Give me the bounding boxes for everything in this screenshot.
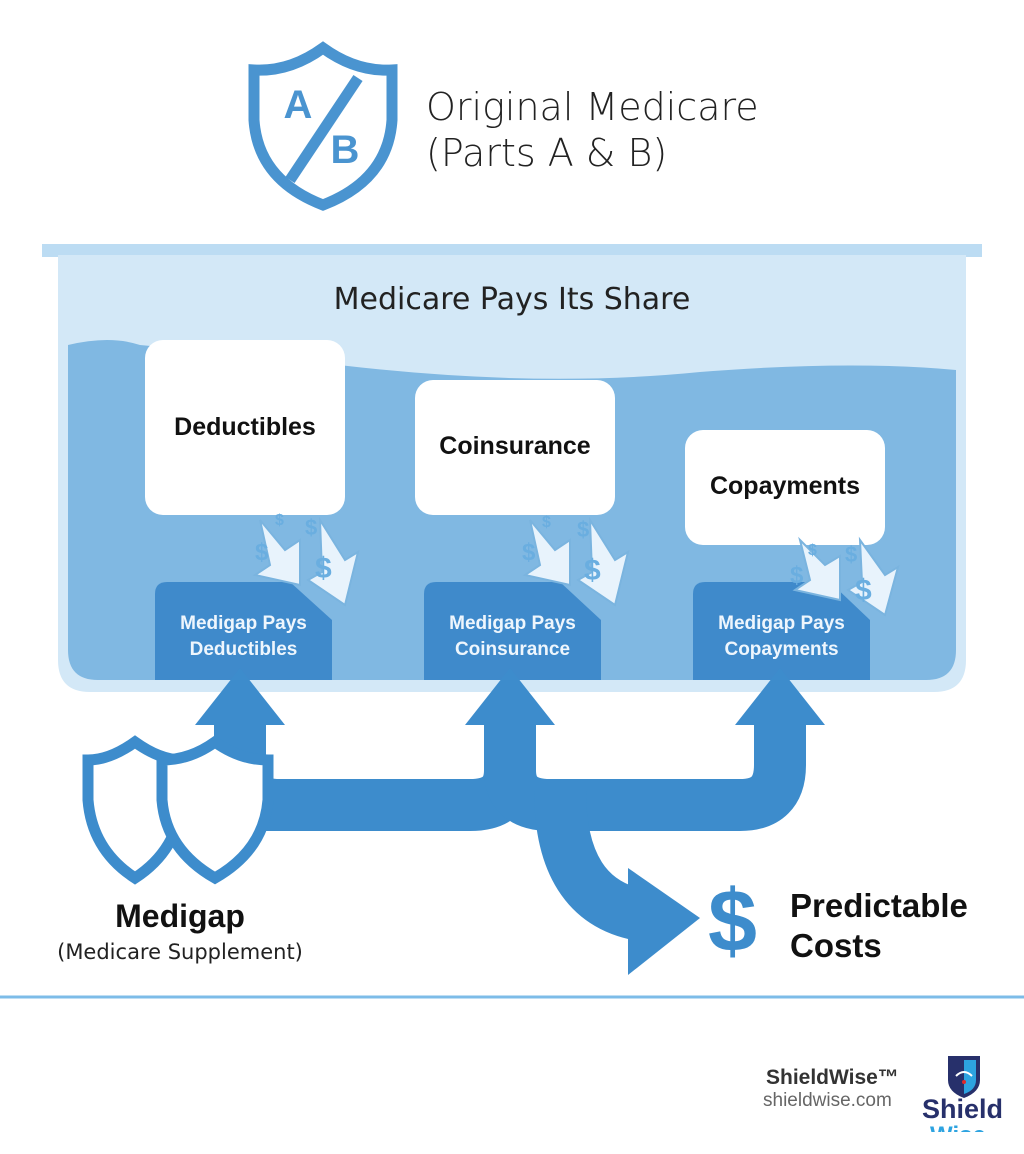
footer-url[interactable]: shieldwise.com	[763, 1090, 892, 1111]
logo-text: Shield	[922, 1094, 1004, 1124]
card-deductibles: Deductibles	[174, 413, 316, 441]
tab-line-2: Deductibles	[189, 639, 298, 660]
medigap-title: Medigap	[115, 898, 245, 934]
tab-copayments-bg	[693, 582, 870, 680]
tub-label: Medicare Pays Its Share	[333, 282, 691, 317]
svg-text:$: $	[275, 512, 284, 529]
arrow-heads	[195, 668, 825, 975]
card-copayments: Copayments	[709, 472, 861, 500]
svg-text:$: $	[542, 514, 551, 531]
shield-letter-a: A	[284, 83, 313, 127]
tab-line-1: Medigap Pays	[180, 613, 307, 634]
tab-coinsurance-bg	[424, 582, 601, 680]
tab-medigap-coinsurance: Medigap Pays Coinsurance	[424, 611, 601, 663]
dollar-icon: $	[708, 871, 757, 970]
title-line-1: Original Medicare	[426, 85, 759, 129]
tab-deductibles-bg	[155, 582, 332, 680]
card-deductibles-bg	[145, 340, 345, 515]
outcome-line-2: Costs	[790, 927, 882, 964]
card-copayments-bg	[685, 430, 885, 545]
svg-text:$: $	[855, 574, 872, 607]
tab-medigap-deductibles: Medigap Pays Deductibles	[155, 611, 332, 663]
outcome-line-1: Predictable	[790, 887, 968, 924]
svg-text:$: $	[845, 542, 857, 567]
header-title: Original Medicare (Parts A & B)	[426, 84, 759, 176]
dollar-signs: $$$$ $$$$ $$$$	[255, 512, 872, 607]
svg-text:$: $	[255, 539, 269, 566]
svg-text:$: $	[305, 515, 317, 540]
tab-line-2: Coinsurance	[454, 639, 571, 660]
tab-line-2: Copayments	[724, 639, 839, 660]
tab-line-1: Medigap Pays	[718, 613, 845, 634]
shieldwise-logo-icon	[948, 1056, 980, 1098]
shield-letter-b: B	[331, 128, 360, 172]
medigap-subtitle: (Medicare Supplement)	[57, 940, 303, 964]
ab-shield-icon	[248, 41, 398, 211]
falling-dollar-icons	[252, 516, 900, 617]
flow-pipes	[214, 715, 806, 941]
svg-text:$: $	[790, 562, 804, 589]
svg-text:$: $	[577, 517, 589, 542]
svg-text:$: $	[584, 554, 601, 587]
predictable-costs: Predictable Costs	[790, 886, 968, 966]
card-coinsurance-bg	[415, 380, 615, 515]
footer-brand: ShieldWise™	[766, 1066, 899, 1089]
svg-text:$: $	[315, 552, 332, 585]
svg-text:$: $	[808, 542, 817, 559]
tab-medigap-copayments: Medigap Pays Copayments	[693, 611, 870, 663]
svg-text:$: $	[522, 539, 536, 566]
title-line-2: (Parts A & B)	[426, 131, 668, 175]
logo-text-cut: Wise	[930, 1122, 986, 1132]
card-coinsurance: Coinsurance	[439, 432, 591, 460]
double-shield-icon	[82, 735, 274, 885]
tab-line-1: Medigap Pays	[449, 613, 576, 634]
